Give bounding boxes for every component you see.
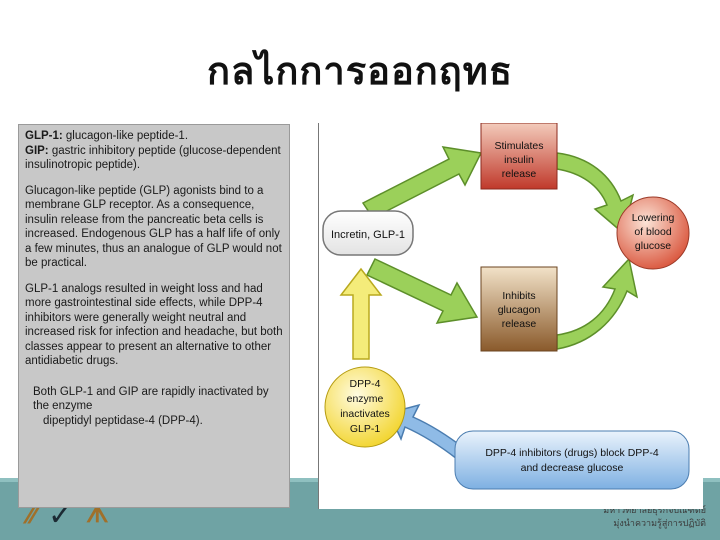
node-lowering-glucose: [616, 196, 690, 270]
node-stimulates-line-3: release: [502, 168, 537, 180]
node-dpp4-line-1: DPP-4: [350, 378, 381, 390]
arrow-to-inhibits: [365, 258, 479, 324]
arrow-dpp4-to-incretin: [339, 267, 383, 360]
footer-slogan: มุ่งนำความรู้สู่การปฏิบัติ: [613, 519, 706, 529]
node-inhibits-line-3: release: [502, 318, 537, 330]
notes-paragraph-1: Glucagon-like peptide (GLP) agonists bin…: [25, 184, 282, 270]
notes-paragraph-3-cont: dipeptidyl peptidase-4 (DPP-4).: [43, 414, 203, 427]
node-stimulates-insulin: [480, 122, 558, 190]
node-dpp4-line-3: inactivates: [340, 408, 390, 420]
glp1-definition: glucagon-like peptide-1.: [65, 130, 189, 142]
arrow-inhibits-to-lowering: [556, 257, 639, 350]
notes-panel: GLP-1: glucagon-like peptide-1. GIP: gas…: [18, 124, 290, 508]
notes-paragraph-3: Both GLP-1 and GIP are rapidly inactivat…: [33, 385, 269, 413]
node-stimulates-line-1: Stimulates: [494, 140, 543, 152]
gip-definition: gastric inhibitory peptide (glucose-depe…: [25, 144, 281, 172]
node-dpp4-line-4: GLP-1: [350, 423, 381, 435]
node-inhibits-glucagon: [480, 266, 558, 352]
arrow-to-stimulates: [361, 146, 483, 219]
node-incretin: [322, 210, 414, 256]
mechanism-diagram: Incretin, GLP-1 Stimulates insulin relea…: [318, 122, 703, 509]
node-inhibitors-line-2: and decrease glucose: [521, 462, 624, 474]
notes-paragraph-2: GLP-1 analogs resulted in weight loss an…: [25, 282, 283, 368]
node-dpp4-enzyme: [324, 366, 406, 448]
node-lowering-line-1: Lowering: [632, 212, 675, 224]
logo-mark-left: ⁄⁄: [28, 500, 37, 530]
node-inhibitors-line-1: DPP-4 inhibitors (drugs) block DPP-4: [485, 447, 658, 459]
glp1-term: GLP-1:: [25, 130, 63, 142]
node-incretin-label: Incretin, GLP-1: [331, 229, 405, 241]
node-dpp4-line-2: enzyme: [347, 393, 384, 405]
node-lowering-line-3: glucose: [635, 240, 671, 252]
node-lowering-line-2: of blood: [634, 226, 672, 238]
gip-term: GIP:: [25, 144, 49, 157]
page-title: กลไกการออกฤทธ: [206, 49, 514, 93]
node-inhibits-line-1: Inhibits: [502, 290, 535, 302]
node-stimulates-line-2: insulin: [504, 154, 534, 166]
node-inhibits-line-2: glucagon: [498, 304, 541, 316]
footer-university: มหาวิทยาลัยธุรกิจบัณฑิตย์: [603, 506, 706, 516]
node-dpp4-inhibitors: [454, 430, 690, 490]
